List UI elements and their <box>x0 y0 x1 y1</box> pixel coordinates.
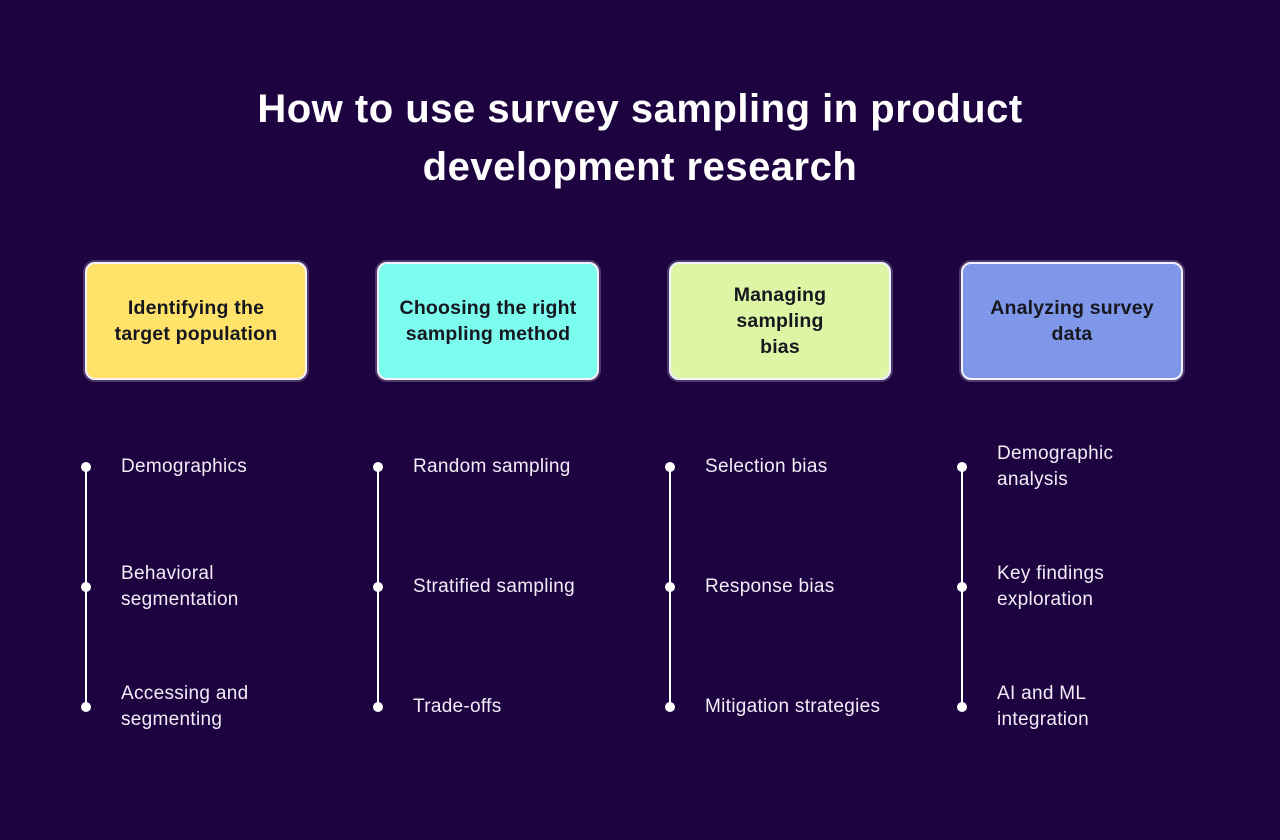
step-card-cyan: Choosing the right sampling method <box>377 262 599 380</box>
list-item-label: Demographic analysis <box>997 443 1114 490</box>
timeline-list: Demographic analysis Key findings explor… <box>957 440 1183 734</box>
timeline-dot <box>81 702 91 712</box>
list-item-label: Key findings exploration <box>997 563 1105 610</box>
timeline-dot <box>373 462 383 472</box>
column-choosing-sampling-method: Choosing the right sampling method Rando… <box>373 262 599 734</box>
column-managing-sampling-bias: Managing sampling bias Selection bias Re… <box>665 262 891 734</box>
list-item: Demographics <box>81 440 307 494</box>
list-item-label: Demographics <box>121 456 248 477</box>
list-item: Response bias <box>665 560 891 614</box>
step-card-label: Analyzing survey data <box>990 297 1154 345</box>
timeline-dot <box>665 582 675 592</box>
list-item-label: Random sampling <box>413 456 571 477</box>
timeline-dot <box>81 582 91 592</box>
list-item-label: AI and ML integration <box>997 683 1090 730</box>
timeline-dot <box>665 702 675 712</box>
list-item: Random sampling <box>373 440 599 494</box>
timeline-dot <box>957 582 967 592</box>
step-card-label: Managing sampling bias <box>733 284 827 358</box>
list-item: Demographic analysis <box>957 440 1183 494</box>
timeline-dot <box>373 702 383 712</box>
list-item: Stratified sampling <box>373 560 599 614</box>
timeline-list: Selection bias Response bias Mitigation … <box>665 440 891 734</box>
timeline-dot <box>957 702 967 712</box>
step-card-label: Choosing the right sampling method <box>399 297 577 345</box>
step-card-label: Identifying the target population <box>114 297 278 345</box>
list-item: Behavioral segmentation <box>81 560 307 614</box>
column-analyzing-survey-data: Analyzing survey data Demographic analys… <box>957 262 1183 734</box>
list-item: Selection bias <box>665 440 891 494</box>
timeline-dot <box>665 462 675 472</box>
timeline-dot <box>373 582 383 592</box>
column-identifying-target-population: Identifying the target population Demogr… <box>81 262 307 734</box>
page-title: How to use survey sampling in product de… <box>257 87 1023 189</box>
list-item: Mitigation strategies <box>665 680 891 734</box>
list-item-label: Accessing and segmenting <box>121 683 249 730</box>
step-card-periwinkle: Analyzing survey data <box>961 262 1183 380</box>
columns-row: Identifying the target population Demogr… <box>0 262 1280 734</box>
step-card-lime: Managing sampling bias <box>669 262 891 380</box>
list-item-label: Response bias <box>705 576 835 597</box>
list-item: Trade-offs <box>373 680 599 734</box>
timeline-list: Random sampling Stratified sampling Trad… <box>373 440 599 734</box>
list-item-label: Trade-offs <box>413 696 502 717</box>
list-item-label: Stratified sampling <box>413 576 575 597</box>
list-item: AI and ML integration <box>957 680 1183 734</box>
timeline-list: Demographics Behavioral segmentation Acc… <box>81 440 307 734</box>
list-item: Accessing and segmenting <box>81 680 307 734</box>
list-item: Key findings exploration <box>957 560 1183 614</box>
timeline-dot <box>957 462 967 472</box>
list-item-label: Mitigation strategies <box>705 696 881 717</box>
step-card-yellow: Identifying the target population <box>85 262 307 380</box>
list-item-label: Selection bias <box>705 456 828 477</box>
list-item-label: Behavioral segmentation <box>121 563 239 610</box>
timeline-dot <box>81 462 91 472</box>
